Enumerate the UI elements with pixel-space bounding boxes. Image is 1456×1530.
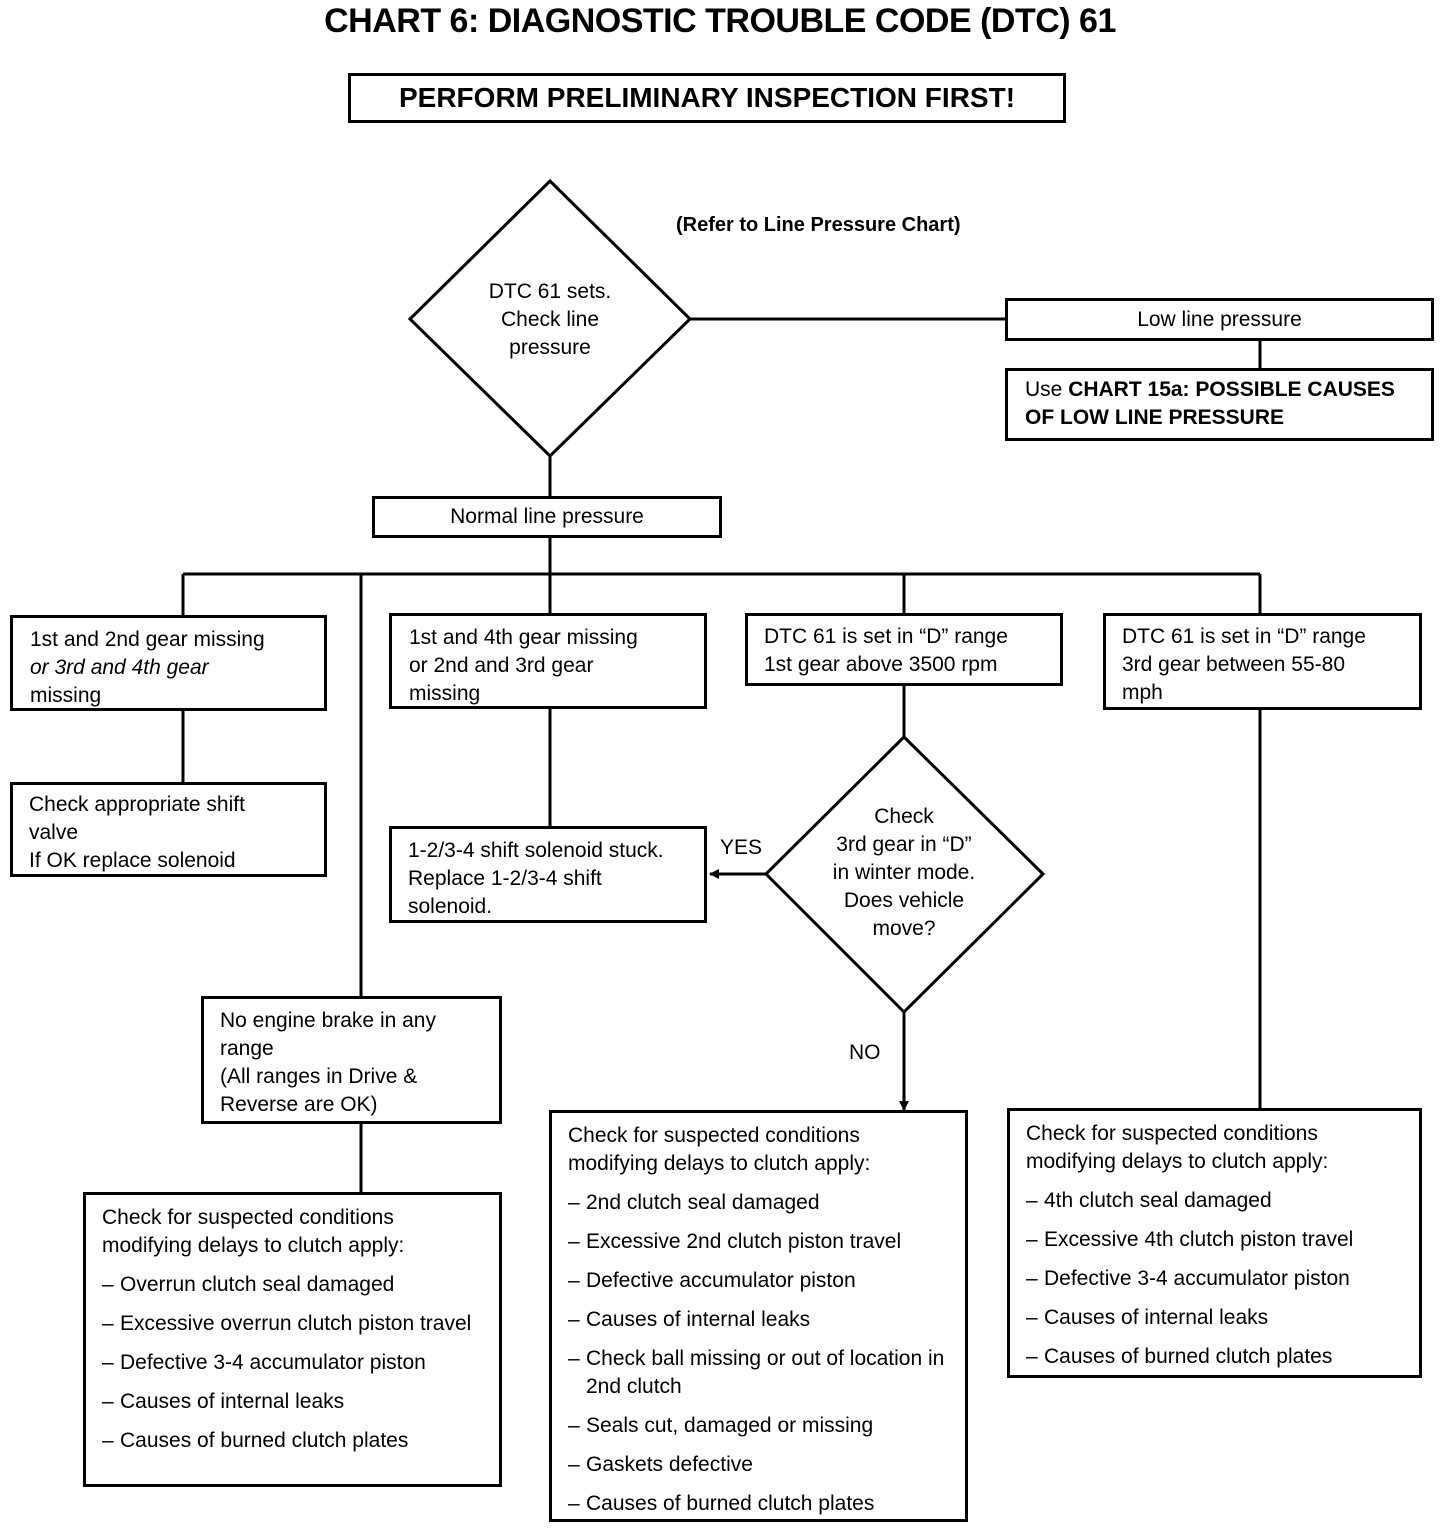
preliminary-inspection-banner: PERFORM PRELIMINARY INSPECTION FIRST! [348,73,1066,123]
solenoid-line: solenoid. [408,895,493,918]
chart15-box: Use CHART 15a: POSSIBLE CAUSES OF LOW LI… [1005,368,1434,441]
list-item: Causes of internal leaks [1026,1304,1409,1332]
branch3-line: 1st gear above 3500 rpm [764,653,998,676]
branch1-line: 1st and 2nd gear missing [30,628,265,651]
decision2-line: in winter mode. [832,861,976,884]
low-line-pressure-label: Low line pressure [1137,308,1302,331]
branch1-action-box: Check appropriate shift valve If OK repl… [10,782,327,877]
branch1-line: or 3rd and 4th gear [30,656,209,679]
list-item: Seals cut, damaged or missing [568,1412,955,1440]
branch2-box: 1st and 4th gear missing or 2nd and 3rd … [389,613,707,709]
list-item: Defective 3-4 accumulator piston [102,1349,489,1377]
engine-brake-line: Reverse are OK) [220,1093,378,1116]
decision2-line: Check [874,805,934,828]
branch2-line: or 2nd and 3rd gear [409,654,594,677]
branch4-line: mph [1122,681,1163,704]
check-overrun-heading: modifying delays to clutch apply: [102,1234,405,1257]
solenoid-line: 1-2/3-4 shift solenoid stuck. [408,839,664,862]
chart15-prefix: Use [1025,378,1069,401]
branch1-action-line: Check appropriate shift [29,793,245,816]
branch1-action-line: If OK replace solenoid [29,849,236,872]
check-4th-list: 4th clutch seal damaged Excessive 4th cl… [1026,1187,1409,1371]
branch1-action-line: valve [29,821,79,844]
decision1-text: DTC 61 sets. Check line pressure [470,278,630,362]
decision2-line: Does vehicle [843,889,965,912]
list-item: Excessive 4th clutch piston travel [1026,1226,1409,1254]
engine-brake-line: No engine brake in any [220,1009,436,1032]
branch4-box: DTC 61 is set in “D” range 3rd gear betw… [1103,613,1422,710]
branch3-box: DTC 61 is set in “D” range 1st gear abov… [745,613,1063,686]
branch3-line: DTC 61 is set in “D” range [764,625,1008,648]
decision2-line: 3rd gear in “D” [836,833,972,856]
check-overrun-list: Overrun clutch seal damaged Excessive ov… [102,1271,489,1455]
solenoid-line: Replace 1-2/3-4 shift [408,867,602,890]
decision1-line: pressure [509,336,591,359]
branch1-line: missing [30,684,102,707]
decision2-text: Check 3rd gear in “D” in winter mode. Do… [794,803,1014,943]
chart-title: CHART 6: DIAGNOSTIC TROUBLE CODE (DTC) 6… [324,2,1116,40]
normal-line-pressure-box: Normal line pressure [372,496,722,538]
list-item: Causes of burned clutch plates [102,1427,489,1455]
list-item: Causes of burned clutch plates [568,1490,955,1518]
normal-line-pressure-label: Normal line pressure [450,505,644,528]
engine-brake-line: (All ranges in Drive & [220,1065,418,1088]
decision1-line: DTC 61 sets. [488,280,612,303]
branch1-box: 1st and 2nd gear missing or 3rd and 4th … [10,615,327,711]
check-4th-heading: Check for suspected conditions [1026,1122,1318,1145]
list-item: 2nd clutch seal damaged [568,1189,955,1217]
chart15-reference: CHART 15a: POSSIBLE CAUSES OF LOW LINE P… [1025,378,1395,429]
decision2-line: move? [872,917,936,940]
check-4th-clutch-box: Check for suspected conditions modifying… [1007,1108,1422,1378]
check-4th-heading: modifying delays to clutch apply: [1026,1150,1329,1173]
check-overrun-box: Check for suspected conditions modifying… [83,1192,502,1487]
list-item: Causes of internal leaks [568,1306,955,1334]
no-label: NO [849,1041,881,1064]
yes-label: YES [720,836,763,859]
list-item: Causes of burned clutch plates [1026,1343,1409,1371]
line-pressure-chart-note: (Refer to Line Pressure Chart) [676,214,961,236]
list-item: Defective 3-4 accumulator piston [1026,1265,1409,1293]
low-line-pressure-box: Low line pressure [1005,298,1434,341]
list-item: Check ball missing or out of location in… [568,1345,955,1401]
branch4-line: DTC 61 is set in “D” range [1122,625,1366,648]
list-item: Excessive 2nd clutch piston travel [568,1228,955,1256]
list-item: 4th clutch seal damaged [1026,1187,1409,1215]
branch4-line: 3rd gear between 55-80 [1122,653,1345,676]
engine-brake-box: No engine brake in any range (All ranges… [201,996,502,1124]
check-2nd-list: 2nd clutch seal damaged Excessive 2nd cl… [568,1189,955,1518]
list-item: Defective accumulator piston [568,1267,955,1295]
list-item: Excessive overrun clutch piston travel [102,1310,489,1338]
check-overrun-heading: Check for suspected conditions [102,1206,394,1229]
check-2nd-heading: Check for suspected conditions [568,1124,860,1147]
solenoid-box: 1-2/3-4 shift solenoid stuck. Replace 1-… [389,826,707,923]
branch2-line: 1st and 4th gear missing [409,626,638,649]
list-item: Causes of internal leaks [102,1388,489,1416]
engine-brake-line: range [220,1037,274,1060]
branch2-line: missing [409,682,481,705]
decision1-line: Check line [500,308,600,331]
check-2nd-clutch-box: Check for suspected conditions modifying… [549,1110,968,1522]
check-2nd-heading: modifying delays to clutch apply: [568,1152,871,1175]
list-item: Overrun clutch seal damaged [102,1271,489,1299]
list-item: Gaskets defective [568,1451,955,1479]
